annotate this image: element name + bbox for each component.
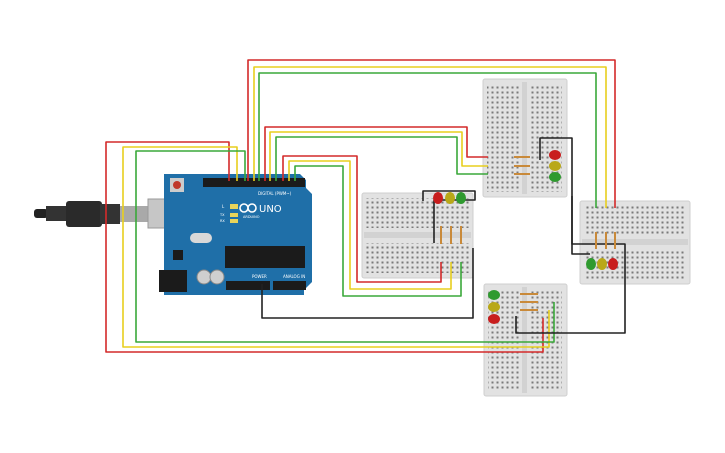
led-yellow[interactable] — [597, 258, 607, 270]
arduino-uno-board[interactable]: UNO ARDUINO DIGITAL (PWM~) POWER ANALOG … — [159, 174, 312, 295]
breadboard-right[interactable] — [579, 200, 691, 285]
led-red[interactable] — [433, 192, 443, 204]
led-rx-label: RX — [220, 219, 225, 223]
led-green[interactable] — [586, 258, 596, 270]
led-red[interactable] — [549, 150, 561, 160]
wire-black[interactable] — [422, 190, 476, 243]
analog-label: ANALOG IN — [283, 274, 305, 279]
led-l — [230, 204, 238, 209]
capacitor — [209, 269, 225, 285]
capacitor — [196, 269, 212, 285]
power-header — [226, 281, 270, 290]
wire-yellow[interactable] — [288, 160, 452, 290]
wire-yellow[interactable] — [122, 146, 550, 348]
led-group-top — [514, 150, 561, 182]
led-yellow[interactable] — [549, 161, 561, 171]
led-yellow[interactable] — [445, 192, 455, 204]
resistors — [520, 293, 538, 311]
digital-label: DIGITAL (PWM~) — [258, 191, 292, 196]
led-green[interactable] — [549, 172, 561, 182]
wire-green[interactable] — [275, 136, 488, 181]
led-red[interactable] — [608, 258, 618, 270]
led-green[interactable] — [488, 290, 500, 300]
microcontroller-chip — [225, 246, 305, 268]
analog-header — [273, 281, 306, 290]
led-group-middle — [433, 192, 466, 244]
wires — [105, 59, 626, 353]
digital-header — [203, 178, 305, 187]
led-group-right — [586, 232, 618, 270]
wire-red[interactable] — [282, 155, 442, 283]
crystal — [190, 233, 212, 243]
resistors — [440, 226, 462, 244]
wire-green[interactable] — [135, 150, 555, 343]
wire-black[interactable] — [261, 248, 474, 319]
resistors — [514, 156, 530, 175]
led-tx-label: TX — [219, 213, 225, 217]
wire-yellow[interactable] — [253, 66, 607, 208]
power-jack — [159, 270, 187, 292]
board-logo-text: ARDUINO — [243, 215, 260, 219]
led-group-bottom — [488, 290, 538, 324]
breadboard-middle[interactable] — [361, 192, 474, 279]
board-model: UNO — [259, 204, 282, 215]
led-rx — [230, 219, 238, 223]
wire-black[interactable] — [515, 137, 626, 334]
led-green[interactable] — [456, 192, 466, 204]
wire-black[interactable] — [571, 196, 590, 255]
breadboard-bottom[interactable] — [483, 283, 568, 397]
resistors — [595, 232, 616, 249]
wire-green[interactable] — [258, 72, 597, 208]
wire-yellow[interactable] — [269, 131, 488, 181]
usb-cable-icon — [34, 198, 181, 229]
led-l-label: L — [222, 204, 225, 209]
wire-red[interactable] — [264, 126, 488, 181]
led-tx — [230, 213, 238, 217]
led-yellow[interactable] — [488, 302, 500, 312]
reset-button-icon[interactable] — [170, 178, 184, 192]
power-label: POWER — [252, 274, 267, 279]
led-red[interactable] — [488, 314, 500, 324]
regulator — [173, 250, 183, 260]
wire-red[interactable] — [247, 59, 616, 208]
wire-green[interactable] — [294, 165, 462, 297]
arduino-infinity-logo-icon — [239, 203, 257, 213]
